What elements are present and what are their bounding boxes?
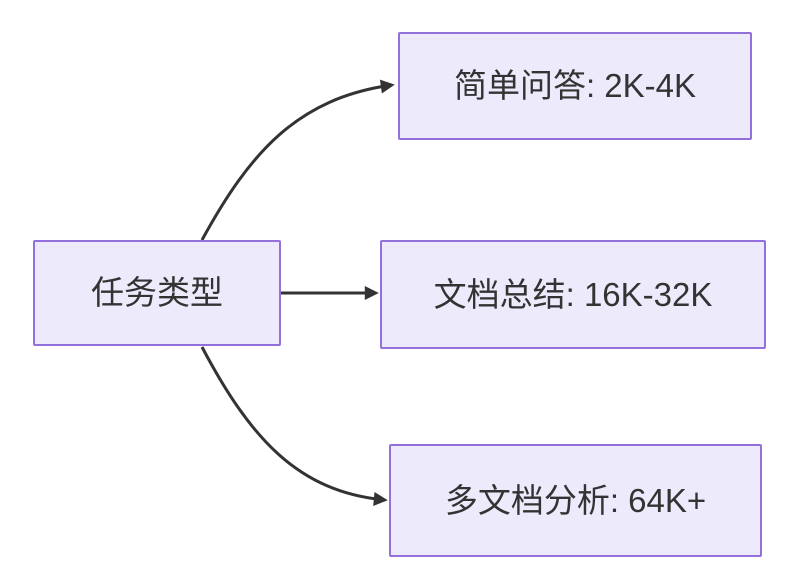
node-simple-qa: 简单问答: 2K-4K [398,32,752,140]
node-multi-doc-analysis: 多文档分析: 64K+ [389,444,762,557]
node-task-type: 任务类型 [33,240,281,346]
edge-task-type-to-multi-doc [200,346,388,506]
edge-task-type-to-simple-qa [200,79,395,241]
node-doc-summary: 文档总结: 16K-32K [380,240,766,349]
